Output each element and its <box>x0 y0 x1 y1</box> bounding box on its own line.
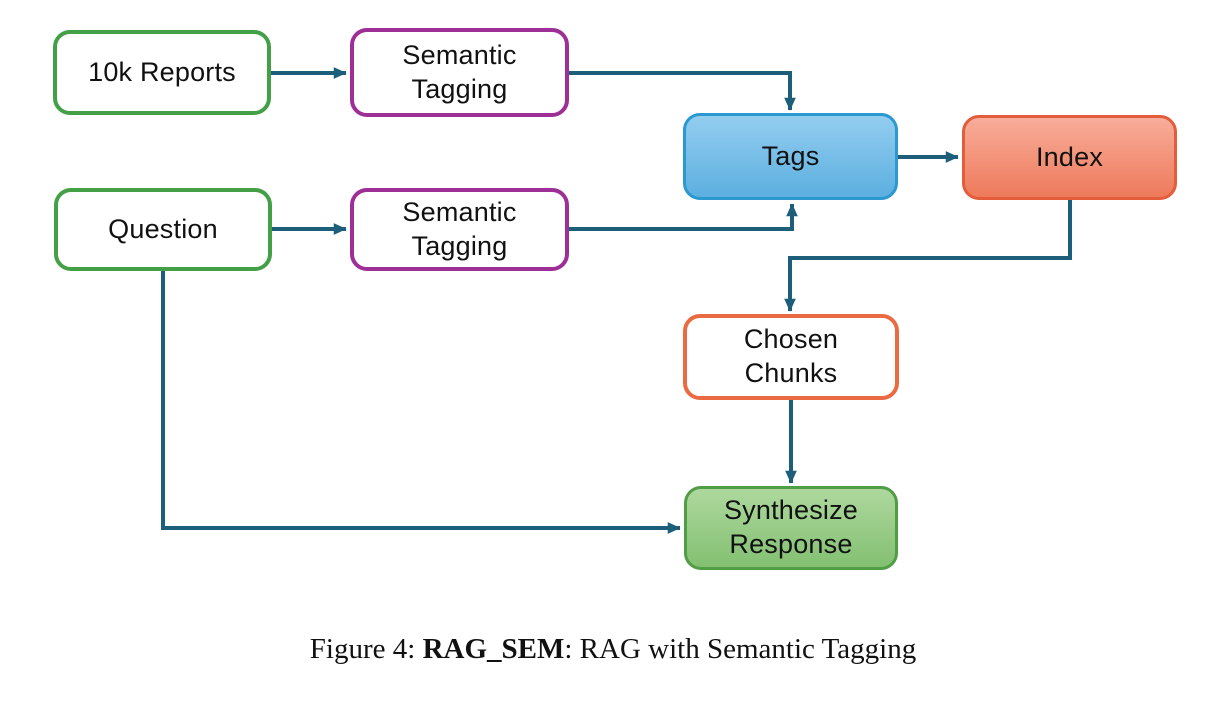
node-semantic-tagging-bottom: Semantic Tagging <box>350 188 569 271</box>
node-question: Question <box>54 188 272 271</box>
node-tags: Tags <box>683 113 898 200</box>
node-index-label: Index <box>1035 141 1104 172</box>
caption-suffix: : RAG with Semantic Tagging <box>564 633 917 665</box>
caption-figure-id: RAG_SEM <box>422 633 565 665</box>
node-semantic-tagging-bottom-label: Semantic Tagging <box>402 196 517 261</box>
node-synthesize-response-label: Synthesize Response <box>723 495 859 559</box>
node-synthesize-response: Synthesize Response <box>684 486 898 570</box>
connector-semtag-bottom-to-tags <box>569 203 798 231</box>
connector-semtag-top-to-tags <box>569 71 796 111</box>
node-chosen-chunks: Chosen Chunks <box>683 314 899 400</box>
node-semantic-tagging-top-label: Semantic Tagging <box>402 39 517 104</box>
connector-question-to-synthesize <box>161 271 681 534</box>
node-chosen-chunks-label: Chosen Chunks <box>743 324 839 388</box>
connector-index-to-chosen-chunks <box>784 200 1072 312</box>
node-semantic-tagging-top: Semantic Tagging <box>350 28 569 117</box>
caption-prefix: Figure 4: <box>309 633 423 665</box>
node-question-label: Question <box>108 213 218 244</box>
node-10k-reports: 10k Reports <box>53 30 271 115</box>
node-10k-reports-label: 10k Reports <box>88 56 236 87</box>
node-index: Index <box>962 115 1177 200</box>
node-tags-label: Tags <box>761 140 820 171</box>
figure-caption: Figure 4: RAG_SEM: RAG with Semantic Tag… <box>0 633 1226 666</box>
